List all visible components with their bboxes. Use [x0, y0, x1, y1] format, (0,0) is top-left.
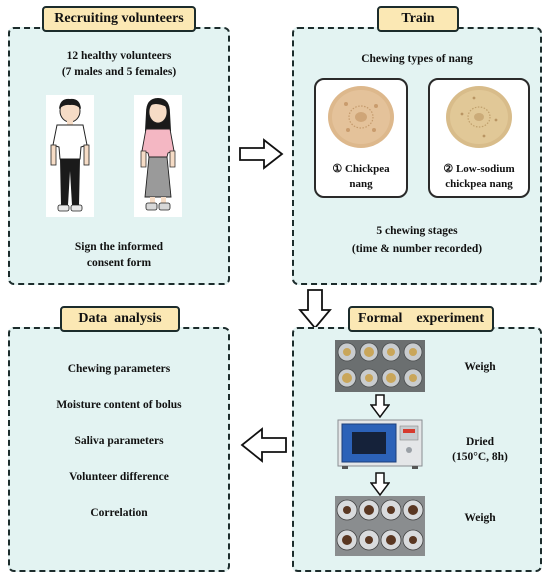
- arrow-down-small-icon-1: [370, 394, 390, 418]
- chickpea-nang-label-line2: nang: [349, 178, 373, 190]
- analysis-item-moisture-content: Moisture content of bolus: [56, 399, 182, 411]
- bolus-samples-image-2: [335, 496, 425, 556]
- train-title: Train: [377, 6, 459, 32]
- drying-oven-image: [337, 419, 423, 469]
- chewing-types-header: Chewing types of nang: [361, 53, 473, 65]
- dried-label-line2: (150°C, 8h): [452, 451, 508, 463]
- male-volunteer-figure: [46, 95, 94, 217]
- bolus-samples-image-1: [335, 340, 425, 392]
- low-sodium-nang-image: [446, 86, 512, 148]
- data-analysis-panel: [8, 327, 230, 572]
- low-sodium-nang-label-line2: chickpea nang: [445, 178, 513, 190]
- arrow-right-icon: [239, 138, 284, 170]
- arrow-left-icon: [240, 427, 287, 463]
- female-volunteer-figure: [134, 95, 182, 217]
- chickpea-nang-image: [328, 86, 394, 148]
- formal-experiment-title: Formal experiment: [348, 306, 494, 332]
- analysis-item-chewing-parameters: Chewing parameters: [67, 363, 171, 375]
- weigh-label-1: Weigh: [464, 361, 496, 373]
- low-sodium-nang-label-line1: ② Low-sodium: [443, 163, 515, 175]
- arrow-down-small-icon-2: [370, 472, 390, 496]
- analysis-item-volunteer-difference: Volunteer difference: [69, 471, 169, 483]
- volunteers-gender-text: (7 males and 5 females): [61, 66, 177, 78]
- recruiting-panel: [8, 27, 230, 285]
- data-analysis-title: Data analysis: [60, 306, 180, 332]
- dried-label-line1: Dried: [465, 436, 495, 448]
- sign-consent-text-line2: consent form: [86, 257, 152, 269]
- arrow-down-icon: [298, 289, 332, 330]
- analysis-item-saliva-parameters: Saliva parameters: [74, 435, 164, 447]
- analysis-item-correlation: Correlation: [90, 507, 148, 519]
- sign-consent-text-line1: Sign the informed: [74, 241, 164, 253]
- chickpea-nang-label-line1: ① Chickpea: [332, 163, 390, 175]
- volunteers-count-text: 12 healthy volunteers: [66, 50, 172, 62]
- recruiting-title: Recruiting volunteers: [42, 6, 196, 32]
- weigh-label-2: Weigh: [464, 512, 496, 524]
- chewing-stages-text-line1: 5 chewing stages: [376, 225, 458, 237]
- chewing-stages-text-line2: (time & number recorded): [351, 243, 483, 255]
